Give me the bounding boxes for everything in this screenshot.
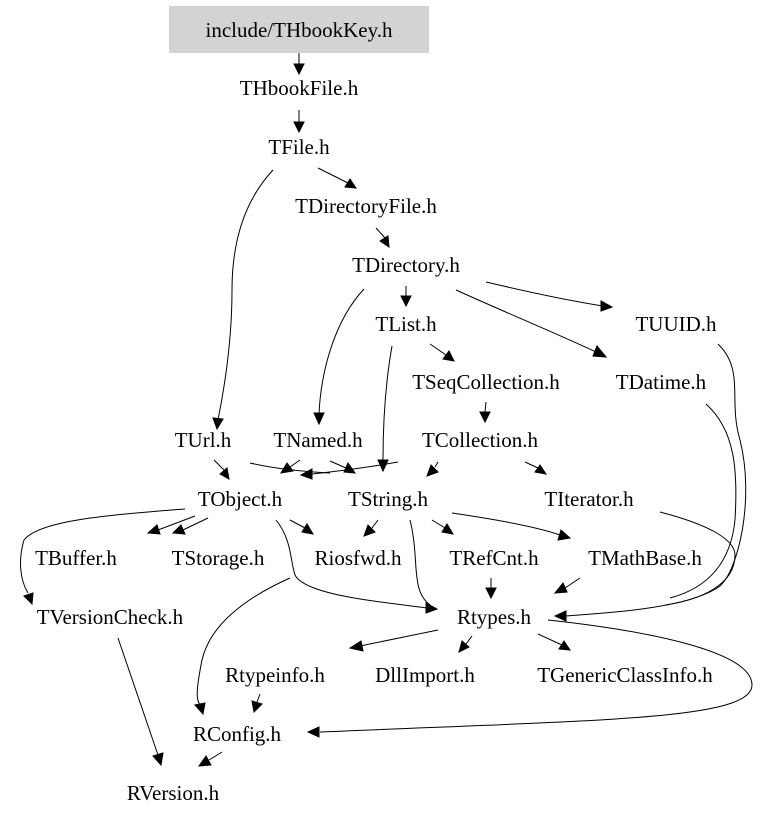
edge-rtypes-rconfig <box>319 619 753 733</box>
edge-tfile-turl <box>217 169 274 421</box>
edge-tstring-riosfwd <box>371 519 379 529</box>
node-tstorage[interactable]: TStorage.h <box>172 546 265 570</box>
node-tuuid[interactable]: TUUID.h <box>635 312 717 336</box>
node-trefcnt[interactable]: TRefCnt.h <box>449 546 539 570</box>
node-tlist[interactable]: TList.h <box>375 312 437 336</box>
node-riosfwd[interactable]: Riosfwd.h <box>315 546 402 570</box>
node-tnamed[interactable]: TNamed.h <box>273 428 363 452</box>
node-dllimport[interactable]: DllImport.h <box>375 663 475 687</box>
edge-tobject-tbuffer <box>20 508 186 594</box>
node-tfile[interactable]: TFile.h <box>268 135 330 159</box>
edge-turl-tobject <box>213 459 225 471</box>
node-tcollection[interactable]: TCollection.h <box>422 428 539 452</box>
edge-tobject-tstorage-2 <box>182 517 209 531</box>
edge-tversioncheck-rversion <box>117 637 159 756</box>
edge-tuuid-rtypes <box>564 343 747 617</box>
node-tbuffer[interactable]: TBuffer.h <box>35 546 117 570</box>
edge-tlist-tseqcollection <box>429 343 447 356</box>
edge-tmathbase-rtypes <box>564 577 581 589</box>
edge-rtypeinfo-rconfig <box>256 693 261 703</box>
edge-rtypes-dllimport <box>465 635 473 645</box>
node-tdirectoryfile[interactable]: TDirectoryFile.h <box>295 194 437 218</box>
edge-tcollection-titerator <box>524 461 539 469</box>
edge-tobject-riosfwd <box>289 519 306 529</box>
edge-tobject-rconfig <box>196 577 291 706</box>
edges <box>20 53 753 767</box>
edge-rtypes-rtypeinfo <box>359 629 439 647</box>
node-tdirectory[interactable]: TDirectory.h <box>352 253 460 277</box>
edge-tobject-rtypes <box>275 519 429 609</box>
edge-tdirectoryfile-tdirectory <box>375 227 386 239</box>
node-tmathbase[interactable]: TMathBase.h <box>588 546 702 570</box>
edge-tseqcollection-tcollection <box>484 401 487 413</box>
edge-tdatime-rtypes <box>669 403 737 599</box>
edge-rconfig-rversion <box>208 751 223 761</box>
edge-titerator-rtypes <box>659 511 736 606</box>
node-rtypes[interactable]: Rtypes.h <box>457 605 532 629</box>
edge-tfile-tdirectoryfile <box>317 167 349 184</box>
node-tgenericclassinfo[interactable]: TGenericClassInfo.h <box>537 663 713 687</box>
edge-tdirectory-tuuid <box>485 281 604 307</box>
node-turl[interactable]: TUrl.h <box>175 428 232 452</box>
node-tstring[interactable]: TString.h <box>348 487 428 511</box>
node-rtypeinfo[interactable]: Rtypeinfo.h <box>225 663 325 687</box>
node-rconfig[interactable]: RConfig.h <box>193 722 282 746</box>
edge-tstring-tmathbase <box>451 512 561 536</box>
edge-tstring-rtypes <box>409 519 431 606</box>
edge-rtypes-tgenericclassinfo <box>537 633 563 646</box>
edge-tstring-trefcnt <box>431 519 446 529</box>
node-tdatime[interactable]: TDatime.h <box>616 370 707 394</box>
edge-tdirectory-tdatime <box>455 289 597 353</box>
root-node-box <box>169 6 429 53</box>
node-tversioncheck[interactable]: TVersionCheck.h <box>37 605 184 629</box>
node-thbookfile[interactable]: THbookFile.h <box>240 76 359 100</box>
edge-tcollection-tobject <box>311 461 399 475</box>
edge-tlist-tstring <box>382 345 393 461</box>
edge-tcollection-tstring <box>434 461 439 468</box>
edge-tobject-tstorage <box>157 515 196 531</box>
nodes: include/THbookKey.h THbookFile.h TFile.h… <box>35 18 717 805</box>
node-titerator[interactable]: TIterator.h <box>544 487 634 511</box>
edge-tnamed-tobject <box>289 459 301 468</box>
node-tobject[interactable]: TObject.h <box>198 487 283 511</box>
edge-tdirectory-tnamed <box>318 288 365 415</box>
node-rversion[interactable]: RVersion.h <box>127 781 220 805</box>
node-tseqcollection[interactable]: TSeqCollection.h <box>412 370 560 394</box>
edge-tnamed-tstring <box>329 460 347 469</box>
node-thbookkey[interactable]: include/THbookKey.h <box>205 18 393 42</box>
